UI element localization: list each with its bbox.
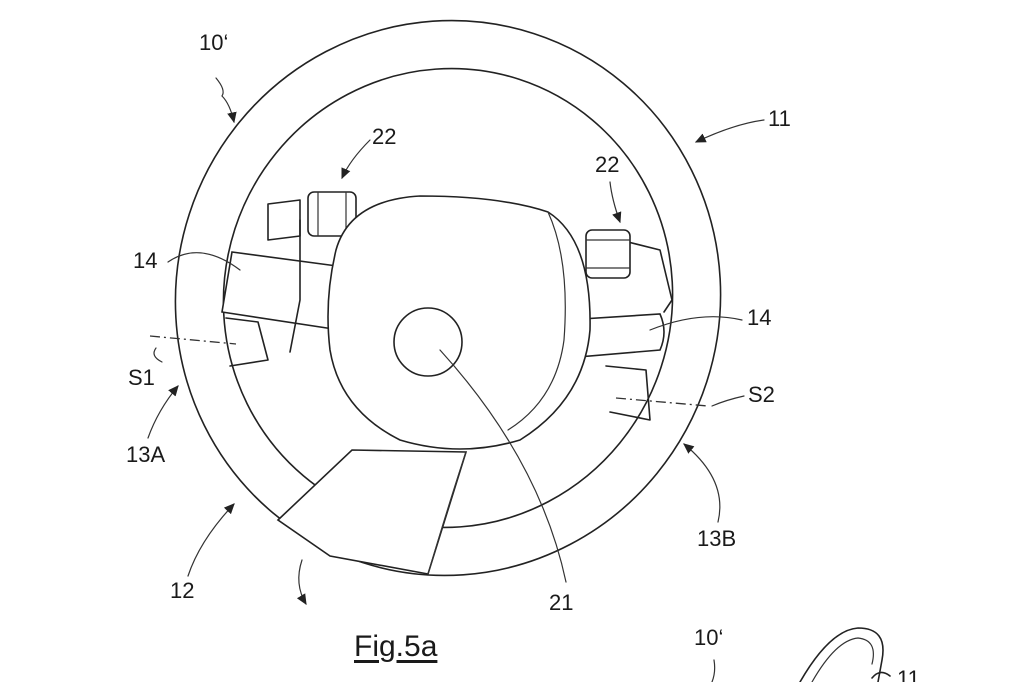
left-button-module <box>307 191 357 237</box>
axis-S2 <box>615 397 709 407</box>
label-11-top: 11 <box>768 106 791 131</box>
label-22-right: 22 <box>595 152 620 177</box>
label-13A: 13A <box>126 442 166 467</box>
label-10-prime-top: 10‘ <box>199 30 229 55</box>
label-14-right: 14 <box>747 305 772 330</box>
label-11-bottom: 11 <box>897 668 920 682</box>
label-10-prime-bottom: 10‘ <box>694 625 724 650</box>
label-22-left: 22 <box>372 124 397 149</box>
label-21: 21 <box>549 590 574 615</box>
label-14-left: 14 <box>133 248 158 273</box>
figure-caption: Fig.5a <box>354 630 438 663</box>
leader-lines <box>147 77 765 606</box>
label-S2: S2 <box>748 382 775 407</box>
lower-spoke <box>276 449 468 575</box>
label-13B: 13B <box>697 526 737 551</box>
second-figure-fragment <box>711 627 891 683</box>
label-12: 12 <box>170 578 195 603</box>
left-spoke <box>221 199 353 367</box>
label-S1: S1 <box>128 365 155 390</box>
right-button-module <box>585 229 631 279</box>
airbag-hub <box>327 195 591 450</box>
axis-S1 <box>149 335 237 345</box>
